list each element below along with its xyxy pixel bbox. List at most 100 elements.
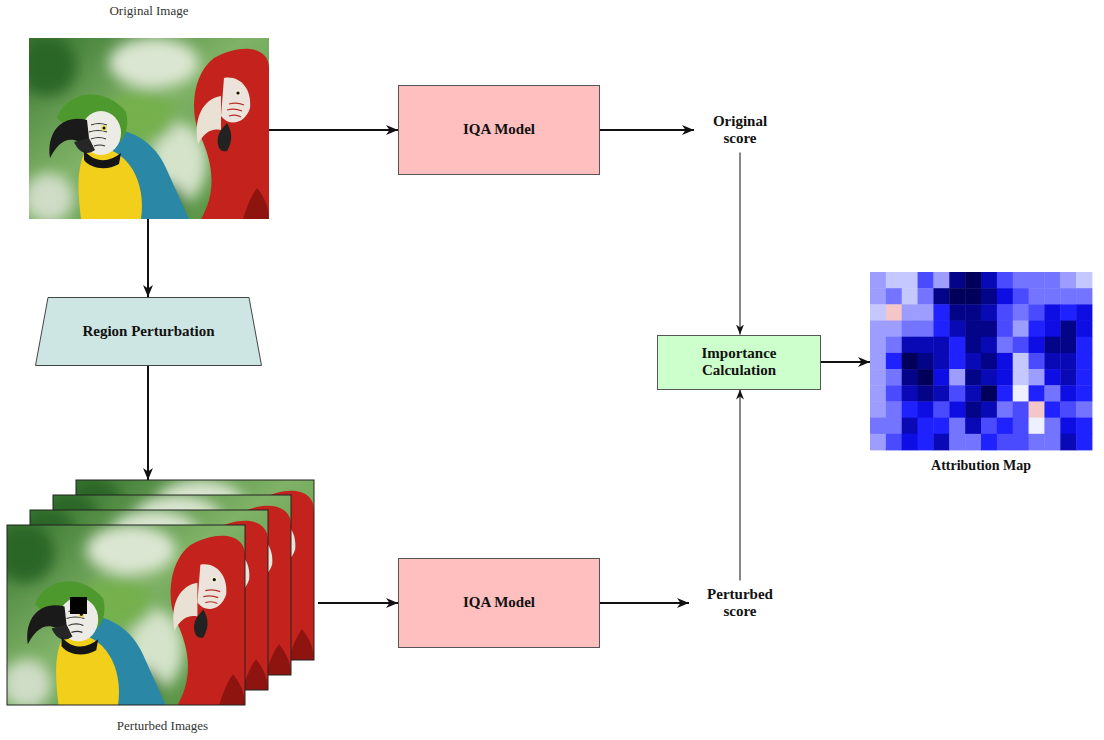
heat-cell [1076,337,1092,354]
heat-cell [870,434,886,451]
heat-cell [1029,321,1045,338]
heat-cell [902,288,918,305]
heat-cell [1060,385,1076,402]
heat-cell [1013,434,1029,451]
node-label: Original score [700,113,780,148]
heat-cell [965,434,981,451]
caption-text: Original Image [109,4,188,19]
heat-cell [870,353,886,370]
heat-cell [949,288,965,305]
heat-cell [997,288,1013,305]
heat-cell [965,401,981,418]
heat-cell [918,385,934,402]
heat-cell [1013,353,1029,370]
heat-cell [886,401,902,418]
image-panel: Original Image [29,0,269,219]
heat-cell [918,288,934,305]
output-label: Original score [694,108,786,153]
heat-cell [981,304,997,321]
heat-cell [965,321,981,338]
heat-cell [902,321,918,338]
heat-cell [1013,272,1029,289]
heat-cell [1076,321,1092,338]
illustration-part [17,36,269,225]
heat-cell [1060,418,1076,435]
heat-cell [902,401,918,418]
heat-cell [1044,272,1060,289]
heat-cell [1044,304,1060,321]
heat-cell [981,385,997,402]
heat-cell [1013,337,1029,354]
heat-cell [1029,418,1045,435]
heat-cell [902,418,918,435]
heat-cell [886,434,902,451]
heat-cell [981,369,997,386]
heat-cell [949,385,965,402]
heat-cell [949,418,965,435]
heat-cell [997,385,1013,402]
heat-cell [933,369,949,386]
heat-cell [981,288,997,305]
arrow-connector [600,129,694,131]
heat-cell [997,272,1013,289]
heat-cell [902,337,918,354]
heat-cell [949,401,965,418]
heat-cell [949,272,965,289]
trapezoid-box: Region Perturbation [35,297,262,366]
heat-cell [933,288,949,305]
image-stack-panel: Perturbed Images [7,480,318,740]
heat-cell [1044,369,1060,386]
perturbed-photo-stack [0,478,314,711]
heat-cell [902,353,918,370]
heat-cell [918,369,934,386]
heat-cell [1029,337,1045,354]
heat-cell [997,434,1013,451]
heat-cell [933,434,949,451]
heat-cell [1013,304,1029,321]
heat-cell [918,418,934,435]
heat-cell [949,304,965,321]
caption-text: Perturbed Images [117,719,208,734]
heat-cell [981,401,997,418]
heat-cell [1029,401,1045,418]
heat-cell [1044,385,1060,402]
heat-cell [933,321,949,338]
heat-cell [886,385,902,402]
arrow-connector [600,602,689,604]
heat-cell [933,418,949,435]
heat-cell [886,304,902,321]
heat-cell [933,401,949,418]
arrow-connector [269,129,398,131]
heat-cell [1013,418,1029,435]
node-label: IQA Model [463,594,535,611]
heat-cell [886,418,902,435]
heat-cell [997,321,1013,338]
heat-cell [965,288,981,305]
heat-cell [981,337,997,354]
heat-cell [1060,401,1076,418]
heat-cell [997,369,1013,386]
heat-cell [870,337,886,354]
heat-cell [1013,369,1029,386]
arrow-connector [147,366,149,480]
heat-cell [965,353,981,370]
heat-cell [965,304,981,321]
process-box: Importance Calculation [657,335,821,390]
heat-cell [902,434,918,451]
heat-cell [1076,304,1092,321]
heat-cell [1060,288,1076,305]
heat-cell [1060,353,1076,370]
heat-cell [886,337,902,354]
heat-cell [902,304,918,321]
heat-cell [949,369,965,386]
heat-cell [870,369,886,386]
heat-cell [870,418,886,435]
heat-cell [933,385,949,402]
heat-cell [1044,353,1060,370]
heat-cell [981,353,997,370]
heat-cell [1044,288,1060,305]
heat-cell [918,337,934,354]
illustration-part [7,525,245,705]
